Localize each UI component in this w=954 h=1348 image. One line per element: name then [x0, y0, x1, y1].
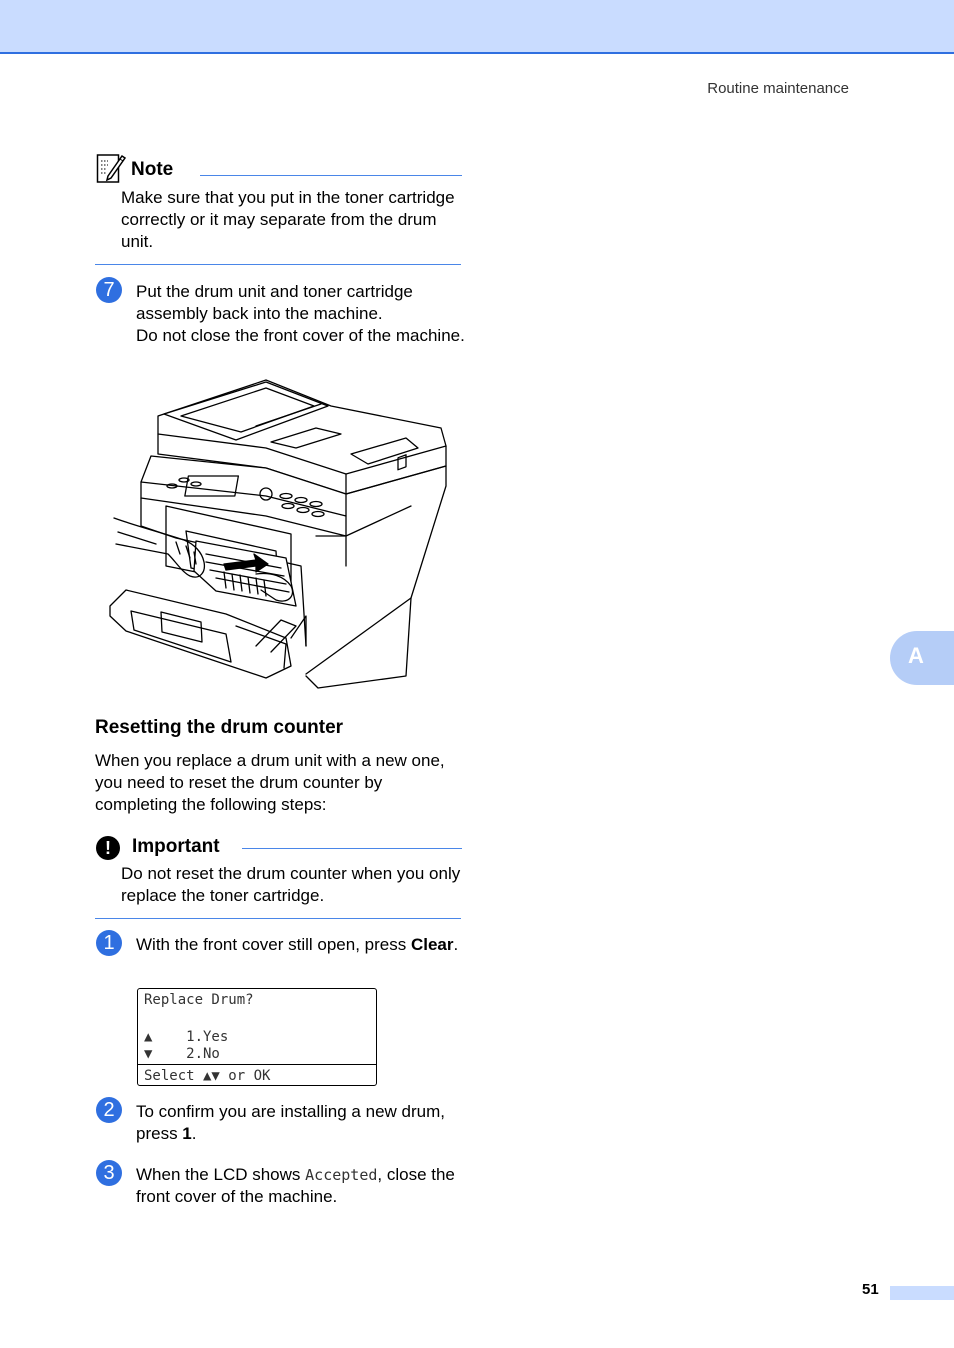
appendix-tab: A: [890, 631, 954, 685]
section-title: Resetting the drum counter: [95, 717, 344, 738]
running-head: Routine maintenance: [707, 80, 849, 97]
lcd-display: Replace Drum? ▲ 1.Yes ▼ 2.No Select ▲▼ o…: [137, 988, 377, 1086]
exclamation-circle-icon: !: [96, 836, 120, 860]
step-2-badge: 2: [96, 1097, 122, 1123]
note-end-rule: [95, 264, 461, 265]
note-header: Note: [96, 152, 462, 186]
clear-key: Clear: [410, 935, 454, 954]
lcd-accepted-text: Accepted: [305, 1166, 378, 1184]
step-1-text: With the front cover still open, press C…: [136, 934, 466, 956]
section-intro: When you replace a drum unit with a new …: [95, 751, 445, 814]
lcd-line-1: Replace Drum?: [144, 992, 254, 1008]
page-number: 51: [862, 1281, 879, 1298]
important-header-rule: [242, 848, 462, 849]
important-body: Do not reset the drum counter when you o…: [121, 864, 461, 905]
step-7-line-2: Do not close the front cover of the mach…: [136, 326, 465, 345]
step-2-text: To confirm you are installing a new drum…: [136, 1101, 466, 1145]
lcd-line-4: Select ▲▼ or OK: [144, 1068, 271, 1084]
step-3-text-before: When the LCD shows: [136, 1165, 306, 1184]
step-7-line: Put the drum unit and toner cartridge as…: [136, 282, 413, 323]
step-7-badge: 7: [96, 277, 122, 303]
step-1-text-before: With the front cover still open, press: [136, 935, 411, 954]
step-2-text-before: To confirm you are installing a new drum…: [136, 1102, 445, 1143]
appendix-tab-letter: A: [908, 643, 924, 668]
lcd-line-2: ▲ 1.Yes: [144, 1029, 229, 1045]
step-3-badge: 3: [96, 1160, 122, 1186]
note-title: Note: [131, 159, 174, 180]
note-header-rule: [200, 175, 462, 176]
lcd-separator: [138, 1064, 376, 1065]
note-body: Make sure that you put in the toner cart…: [121, 188, 455, 251]
step-1-text-after: .: [453, 935, 459, 954]
note-pencil-icon: [96, 154, 126, 183]
important-header: ! Important: [96, 835, 462, 865]
important-end-rule: [95, 918, 461, 919]
step-3-text: When the LCD shows Accepted, close the f…: [136, 1164, 466, 1208]
printer-drum-install-illustration: [109, 379, 447, 689]
important-title: Important: [132, 836, 220, 857]
lcd-line-3: ▼ 2.No: [144, 1046, 220, 1062]
page-number-bar: [890, 1286, 954, 1300]
step-7-text: Put the drum unit and toner cartridge as…: [136, 281, 466, 347]
one-key: 1: [182, 1124, 192, 1143]
step-2-text-after: .: [191, 1124, 197, 1143]
step-1-badge: 1: [96, 930, 122, 956]
step-3-text-after: , close the front cover of the machine.: [136, 1165, 455, 1206]
top-header-band: [0, 0, 954, 54]
